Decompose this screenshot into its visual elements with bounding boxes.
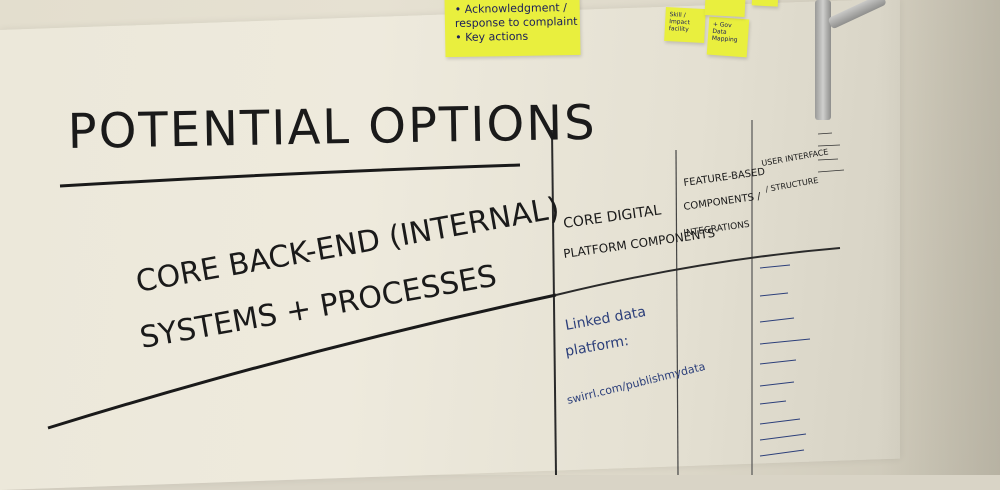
col2-header-line3: INTEGRATIONS <box>683 220 751 239</box>
wall-shadow <box>880 0 1000 475</box>
column-divider-2 <box>675 149 679 475</box>
linked-data-line2: platform: <box>564 333 630 360</box>
row-divider-left <box>47 293 557 430</box>
title-underline <box>59 163 521 188</box>
right-column-scribbles <box>759 264 811 457</box>
col2-header-line2: COMPONENTS / <box>683 191 762 213</box>
heading-title: POTENTIAL OPTIONS <box>67 95 597 160</box>
row-divider-right <box>555 247 841 296</box>
col3-header-line2: / STRUCTURE <box>765 176 819 194</box>
margin-scribbles <box>817 132 845 173</box>
col3-header-line1: USER INTERFACE <box>761 147 829 168</box>
column-divider-1 <box>551 129 557 475</box>
col2-header-line1: FEATURE-BASED <box>683 167 766 189</box>
col1-header-line1: CORE DIGITAL <box>562 202 662 232</box>
linked-data-line3: swirrl.com/publishmydata <box>566 360 707 407</box>
linked-data-line1: Linked data <box>564 304 647 334</box>
whiteboard-drawing: POTENTIAL OPTIONS CORE BACK-END (INTERNA… <box>47 95 845 475</box>
metal-bracket <box>815 0 831 120</box>
